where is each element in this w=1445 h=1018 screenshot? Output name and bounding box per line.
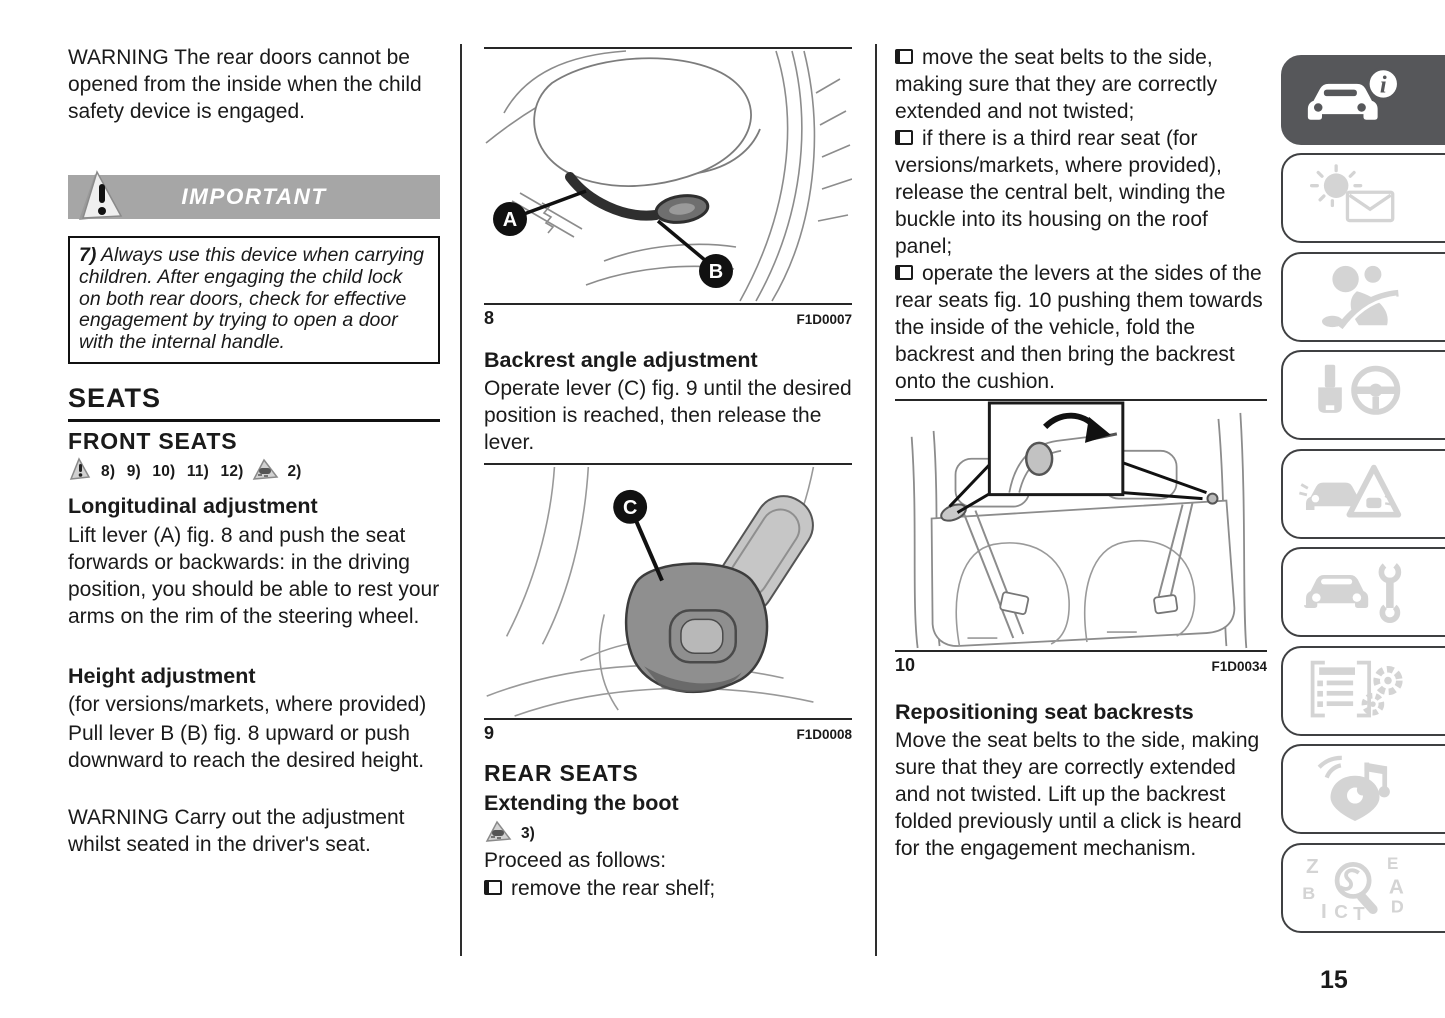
svg-text:T: T bbox=[1353, 903, 1365, 920]
sidebar-tab-servicing-and-care[interactable] bbox=[1281, 547, 1445, 637]
column-divider bbox=[460, 44, 462, 956]
airbag-seatbelt-icon bbox=[1322, 265, 1399, 329]
height-adjustment-heading: Height adjustment bbox=[68, 664, 256, 688]
spec-sheet-gears-icon bbox=[1310, 660, 1403, 718]
middle-column: A B 8 F1D0007 Backrest angle adjustment … bbox=[484, 0, 852, 1018]
sidebar-tab-index[interactable]: Z E B A I C T D bbox=[1281, 843, 1445, 933]
note-ref-number: 7) bbox=[79, 244, 97, 266]
bullet-item: move the seat belts to the side, making … bbox=[895, 46, 1218, 123]
longitudinal-adjustment-text: Lift lever (A) fig. 8 and push the seat … bbox=[68, 524, 440, 628]
square-bullet-icon bbox=[484, 880, 502, 895]
svg-text:E: E bbox=[1387, 854, 1398, 873]
important-banner: IMPORTANT bbox=[68, 170, 440, 220]
sidebar-tab-in-an-emergency[interactable] bbox=[1281, 449, 1445, 539]
square-bullet-icon bbox=[895, 265, 913, 280]
fold-backrest-bullet-list: move the seat belts to the side, making … bbox=[895, 44, 1267, 395]
longitudinal-adjustment-heading: Longitudinal adjustment bbox=[68, 494, 318, 518]
figure-9-illustration: C bbox=[486, 466, 815, 717]
figure-8-caption: 8 F1D0007 bbox=[484, 308, 852, 329]
page-number: 15 bbox=[1320, 966, 1348, 994]
note-box: 7) Always use this device when carrying … bbox=[68, 236, 440, 364]
height-adjustment-note: (for versions/markets, where provided) bbox=[68, 693, 427, 716]
right-column: move the seat belts to the side, making … bbox=[895, 0, 1267, 1018]
front-seats-reference-row: 8) 9) 10) 11) 12) 2) bbox=[68, 457, 301, 486]
road-ref-number: 2) bbox=[287, 462, 302, 480]
seats-heading: SEATS bbox=[68, 383, 440, 422]
figure-8-label-b: B bbox=[709, 261, 723, 283]
figure-8-label-a: A bbox=[503, 209, 517, 231]
figure-10-number: 10 bbox=[895, 655, 916, 675]
road-warning-triangle-icon bbox=[251, 457, 281, 486]
svg-text:C: C bbox=[1334, 901, 1348, 920]
car-warning-triangle-icon bbox=[1299, 464, 1402, 518]
backrest-angle-heading: Backrest angle adjustment bbox=[484, 348, 758, 372]
extending-boot-reference-row: 3) bbox=[484, 819, 535, 848]
road-warning-triangle-icon bbox=[484, 819, 514, 848]
bullet-remove-shelf: remove the rear shelf; bbox=[484, 875, 852, 902]
svg-text:D: D bbox=[1391, 896, 1404, 916]
bullet-item: if there is a third rear seat (for versi… bbox=[895, 127, 1226, 258]
sidebar-tab-starting-and-driving[interactable] bbox=[1281, 350, 1445, 440]
figure-9-number: 9 bbox=[484, 723, 495, 743]
warning-triangle-icon bbox=[68, 457, 94, 486]
figure-10 bbox=[895, 399, 1267, 652]
svg-text:I: I bbox=[1321, 900, 1327, 920]
extending-boot-heading: Extending the boot bbox=[484, 791, 679, 815]
figure-8-number: 8 bbox=[484, 308, 495, 328]
figure-8-illustration: A B bbox=[485, 50, 852, 302]
figure-9-label-c: C bbox=[623, 497, 637, 519]
bullet-item: operate the levers at the sides of the r… bbox=[895, 262, 1263, 393]
figure-10-illustration bbox=[910, 401, 1248, 649]
front-seats-heading: FRONT SEATS bbox=[68, 428, 238, 454]
note-text: Always use this device when carrying chi… bbox=[79, 244, 425, 354]
sidebar-tab-multimedia[interactable] bbox=[1281, 744, 1445, 834]
square-bullet-icon bbox=[895, 130, 913, 145]
height-adjustment-text: Pull lever B (B) fig. 8 upward or push d… bbox=[68, 722, 425, 772]
figure-8-code: F1D0007 bbox=[796, 312, 852, 327]
multimedia-music-pin-icon bbox=[1317, 755, 1390, 821]
key-steering-wheel-icon bbox=[1318, 364, 1401, 415]
warning-light-message-icon bbox=[1309, 164, 1395, 223]
figure-10-caption: 10 F1D0034 bbox=[895, 655, 1267, 676]
figure-9: C bbox=[484, 463, 852, 720]
repositioning-text: Move the seat belts to the side, making … bbox=[895, 729, 1260, 860]
repositioning-heading: Repositioning seat backrests bbox=[895, 700, 1194, 724]
svg-text:Z: Z bbox=[1306, 855, 1319, 878]
warning-driver-seat-text: WARNING Carry out the adjustment whilst … bbox=[68, 806, 405, 856]
warning-ref-numbers: 8) 9) 10) 11) 12) bbox=[101, 462, 244, 480]
backrest-angle-text: Operate lever (C) fig. 9 until the desir… bbox=[484, 377, 852, 454]
figure-8: A B bbox=[484, 47, 852, 305]
svg-text:B: B bbox=[1302, 883, 1315, 903]
sidebar-tab-knowing-your-car[interactable]: i bbox=[1281, 55, 1445, 145]
warning-triangle-3d-icon bbox=[71, 170, 127, 230]
rear-seats-heading: REAR SEATS bbox=[484, 760, 639, 786]
left-column: WARNING The rear doors cannot be opened … bbox=[68, 0, 440, 1018]
road-ref-number: 3) bbox=[521, 824, 535, 842]
letters-magnifier-icon: Z E B A I C T D bbox=[1302, 854, 1404, 920]
square-bullet-icon bbox=[895, 49, 913, 64]
car-info-icon: i bbox=[1307, 67, 1400, 120]
column-divider bbox=[875, 44, 877, 956]
proceed-text: Proceed as follows: bbox=[484, 849, 667, 872]
figure-9-code: F1D0008 bbox=[796, 727, 852, 742]
figure-10-code: F1D0034 bbox=[1211, 659, 1267, 674]
figure-9-caption: 9 F1D0008 bbox=[484, 723, 852, 744]
sidebar-tab-warning-lights-and-messages[interactable] bbox=[1281, 153, 1445, 243]
sidebar-tab-technical-data[interactable] bbox=[1281, 646, 1445, 736]
sidebar-tab-safety[interactable] bbox=[1281, 252, 1445, 342]
svg-text:A: A bbox=[1389, 876, 1404, 899]
important-banner-label: IMPORTANT bbox=[181, 184, 327, 209]
warning-rear-doors-text: WARNING The rear doors cannot be opened … bbox=[68, 46, 422, 123]
car-wrench-icon bbox=[1304, 560, 1402, 624]
svg-text:i: i bbox=[1380, 71, 1387, 98]
